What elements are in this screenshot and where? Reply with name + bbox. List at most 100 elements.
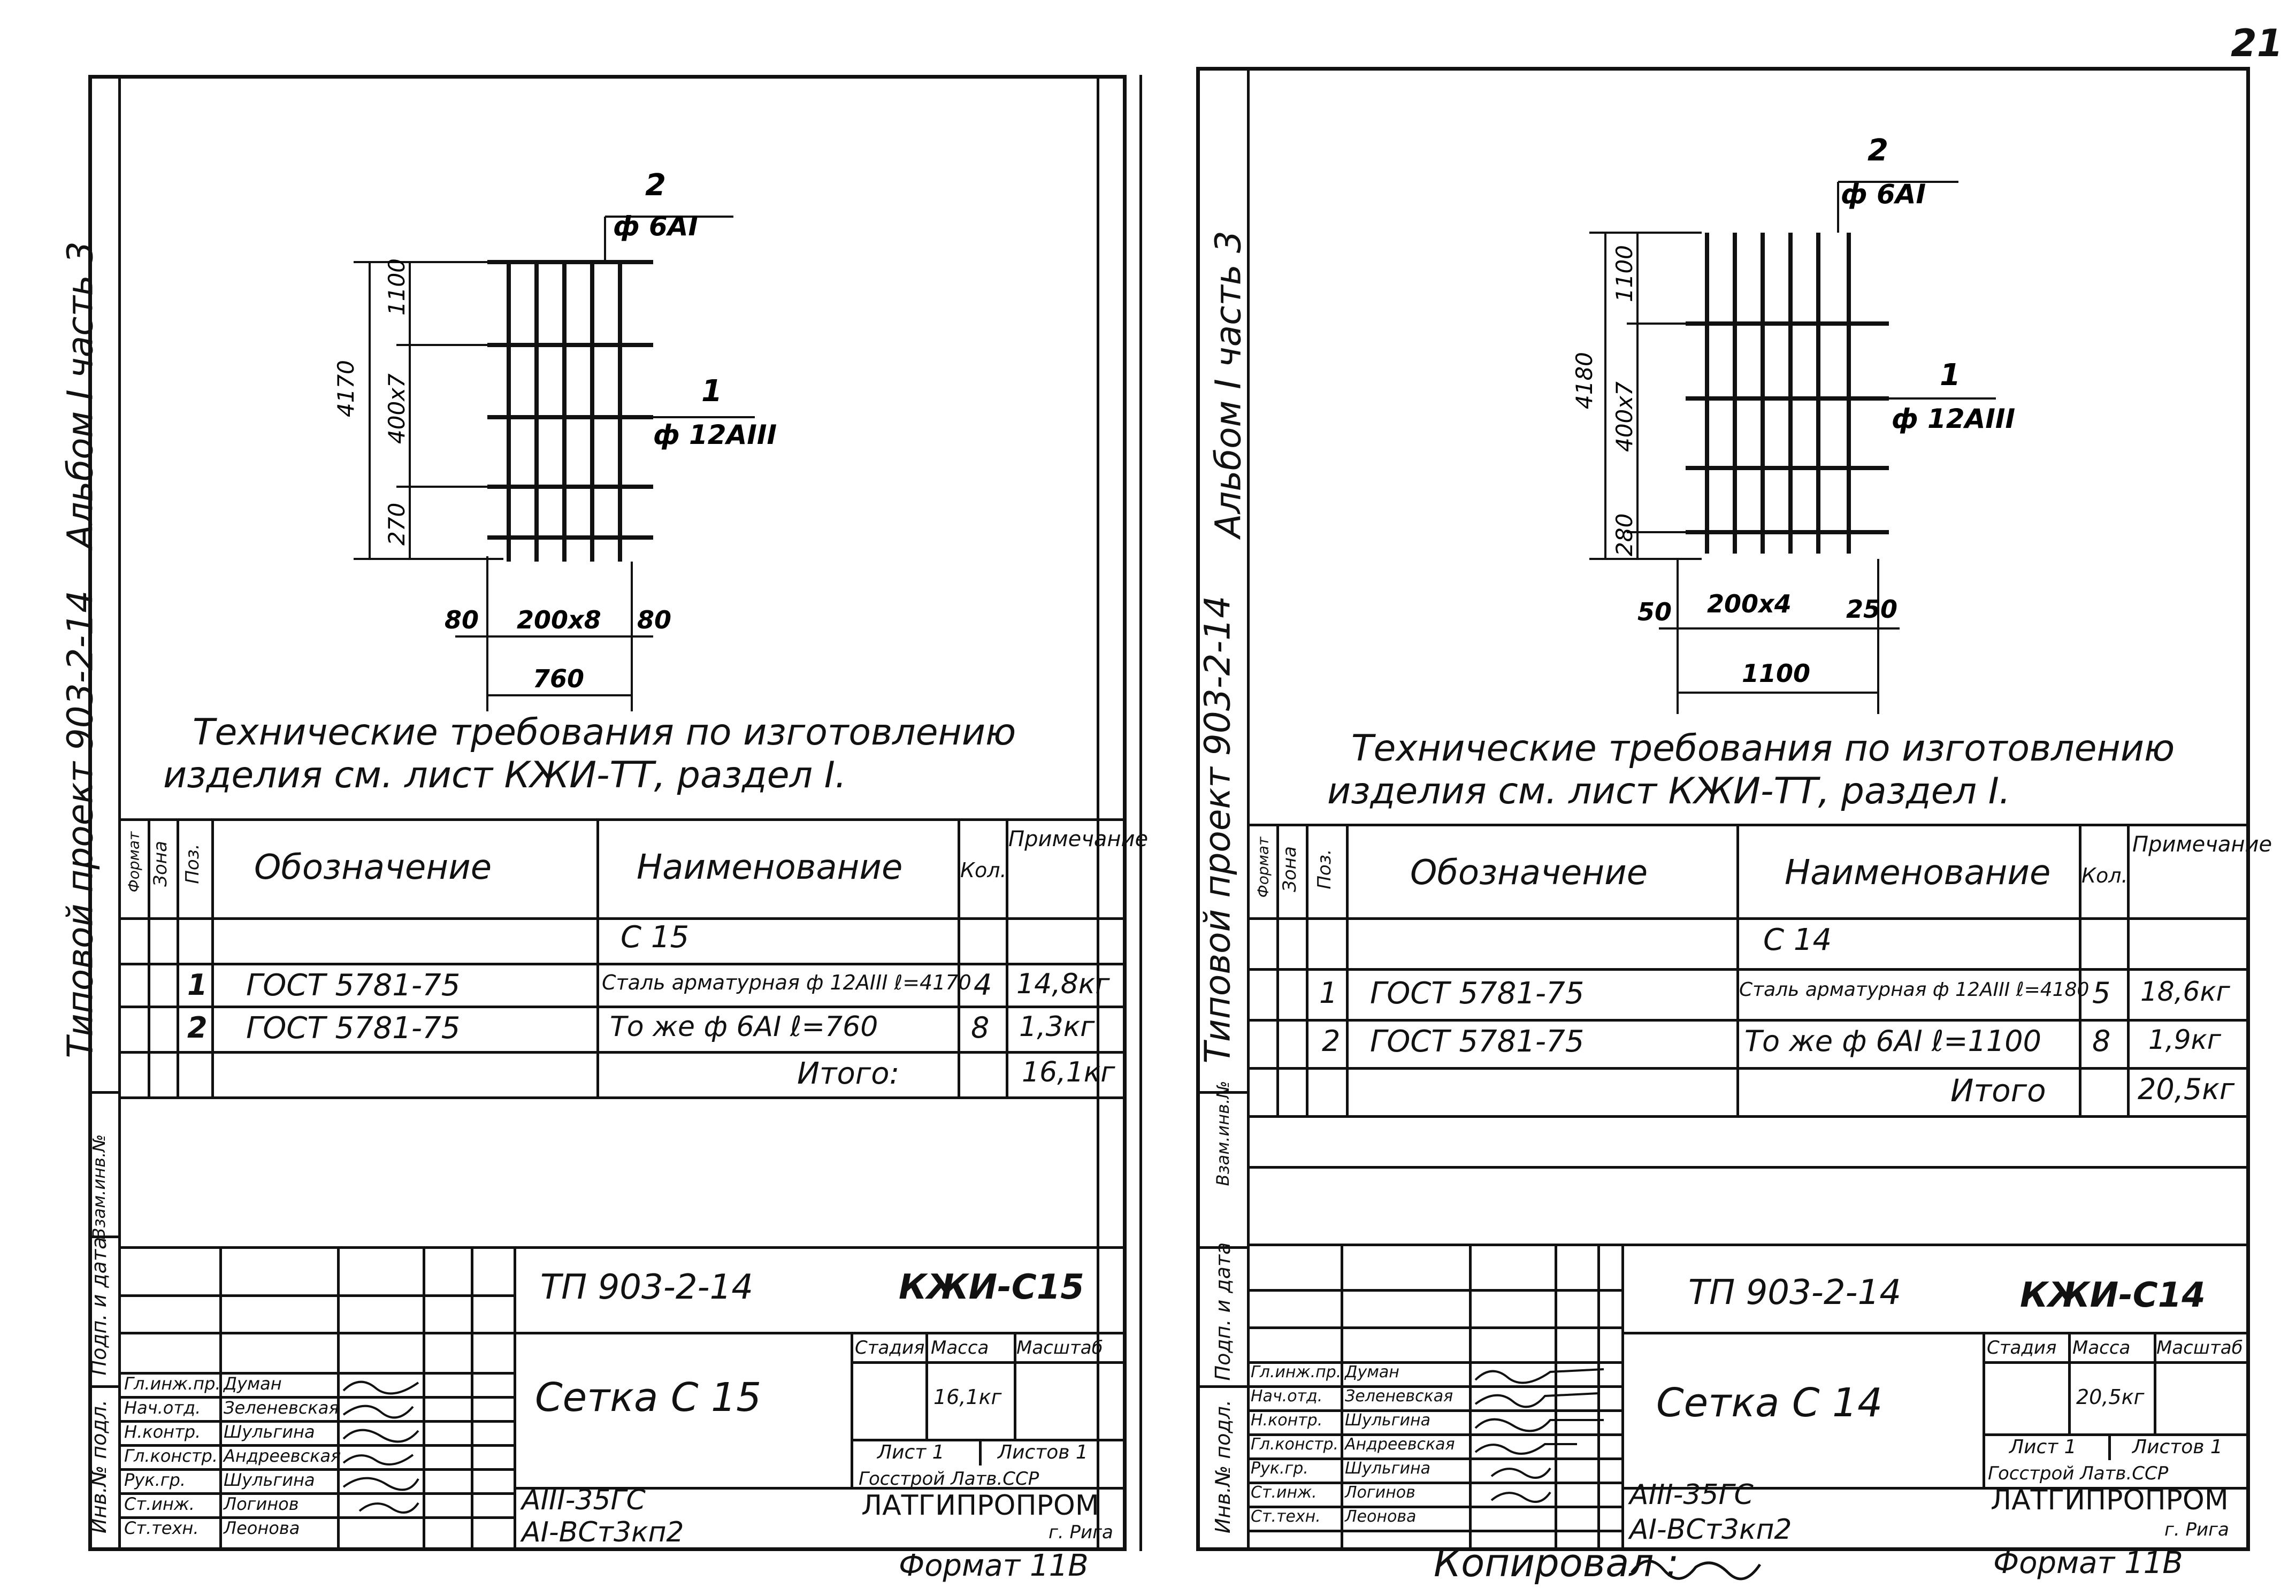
dim-vert-top: 1100 bbox=[1611, 245, 1637, 302]
tb-drawing-code: КЖИ-С14 bbox=[2020, 1276, 2206, 1315]
tb-signatures bbox=[342, 1380, 419, 1514]
tb-sheets: Листов 1 bbox=[998, 1441, 1088, 1463]
bar-top-pos: 2 bbox=[1868, 133, 1888, 168]
tb-org-name: ЛАТГИПРОПРОМ bbox=[1991, 1484, 2229, 1516]
tb-name-0: Думан bbox=[1345, 1363, 1399, 1382]
spec-header-name: Наименование bbox=[637, 848, 903, 887]
tb-role-5: Ст.инж. bbox=[124, 1494, 195, 1514]
dim-vert-middle: 400x7 bbox=[384, 373, 410, 444]
tb-material-1: АI-ВСт3кп2 bbox=[1629, 1514, 1792, 1546]
spec-total-label: Итого: bbox=[797, 1056, 900, 1091]
tech-note-line1: Технические требования по изготовлению bbox=[1351, 727, 2175, 770]
tb-org-top: Госстрой Латв.ССР bbox=[1988, 1463, 2169, 1484]
tb-drawing-code: КЖИ-С15 bbox=[899, 1268, 1084, 1307]
tb-role-2: Н.контр. bbox=[1251, 1411, 1323, 1430]
spec-row2-name: То же ф 6АI ℓ=1100 bbox=[1744, 1024, 2041, 1058]
tb-org-name: ЛАТГИПРОПРОМ bbox=[861, 1490, 1099, 1522]
side-album-label: Альбом I часть 3 bbox=[59, 241, 101, 549]
copied-by-signature bbox=[1631, 1560, 1762, 1580]
tb-title: Сетка С 14 bbox=[1656, 1380, 1883, 1426]
tb-mass: 16,1кг bbox=[933, 1385, 1002, 1409]
tb-name-6: Леонова bbox=[1345, 1507, 1417, 1526]
spec-row2-pos: 2 bbox=[1322, 1024, 1341, 1058]
tb-format: Формат 11В bbox=[899, 1548, 1089, 1583]
spec-row1-designation: ГОСТ 5781-75 bbox=[1370, 976, 1585, 1011]
side-podp-label: Подп. и дата bbox=[87, 1237, 111, 1376]
tb-role-6: Ст.техн. bbox=[1251, 1507, 1321, 1526]
sheet-right-frame bbox=[1196, 67, 2250, 1551]
tb-project-code: ТП 903-2-14 bbox=[1688, 1273, 1902, 1313]
side-project-label: Типовой проект 903-2-14 bbox=[1197, 595, 1238, 1064]
tb-name-1: Зеленевская bbox=[1345, 1387, 1453, 1406]
dim-horiz-right: 250 bbox=[1846, 595, 1897, 624]
spec-row1-name: Сталь арматурная ф 12АIII ℓ=4180 bbox=[1739, 979, 2090, 1001]
tb-name-5: Логинов bbox=[224, 1494, 299, 1514]
spec-row1-note: 14,8кг bbox=[1016, 968, 1110, 1000]
tb-format: Формат 11В bbox=[1993, 1546, 2183, 1580]
spec-header-zone: Зона bbox=[150, 841, 171, 887]
tb-col-mass: Масса bbox=[931, 1337, 989, 1359]
dim-vert-middle: 400x7 bbox=[1611, 381, 1637, 452]
dim-vert-total: 4170 bbox=[333, 360, 359, 417]
spec-row2-qty: 8 bbox=[971, 1011, 990, 1045]
spec-header-designation: Обозначение bbox=[1410, 853, 1648, 893]
side-podp-label: Подп. и дата bbox=[1211, 1242, 1235, 1381]
tb-sheet: Лист 1 bbox=[877, 1441, 945, 1463]
spec-total-label: Итого bbox=[1950, 1072, 2046, 1109]
spec-header-qty: Кол. bbox=[960, 858, 1007, 882]
bar-side-pos: 1 bbox=[1940, 358, 1961, 393]
dim-vert-bottom: 280 bbox=[1611, 513, 1637, 556]
tb-col-scale: Масштаб bbox=[1016, 1337, 1103, 1359]
spec-row1-designation: ГОСТ 5781-75 bbox=[246, 968, 461, 1003]
tb-org-top: Госстрой Латв.ССР bbox=[859, 1468, 1039, 1490]
tb-name-3: Андреевская bbox=[1345, 1435, 1455, 1454]
dim-horiz-right: 80 bbox=[637, 605, 671, 634]
tb-col-mass: Масса bbox=[2072, 1337, 2131, 1359]
tech-note-line2: изделия см. лист КЖИ-ТТ, раздел I. bbox=[1327, 770, 2011, 812]
dim-vert-total: 4180 bbox=[1571, 352, 1597, 409]
dim-horiz-left: 80 bbox=[445, 605, 479, 634]
tb-name-4: Шульгина bbox=[1345, 1459, 1430, 1478]
dim-horiz-middle: 200x8 bbox=[517, 605, 601, 634]
dim-horiz-total: 1100 bbox=[1742, 659, 1810, 688]
spec-group-title: С 15 bbox=[621, 920, 690, 955]
mesh-drawing: 2 ф 6АI 1 ф 12АIII 4180 1100 400x7 280 5… bbox=[1571, 133, 2015, 714]
spec-row2-qty: 8 bbox=[2092, 1024, 2111, 1058]
tb-role-0: Гл.инж.пр. bbox=[124, 1374, 221, 1394]
side-album-label: Альбом I часть 3 bbox=[1207, 231, 1249, 538]
spec-total-value: 16,1кг bbox=[1022, 1056, 1115, 1088]
spec-row1-name: Сталь арматурная ф 12АIII ℓ=4170 bbox=[602, 971, 971, 994]
sheet-right: Альбом I часть 3 Типовой проект 903-2-14… bbox=[1148, 0, 2296, 1596]
tb-role-4: Рук.гр. bbox=[124, 1470, 186, 1490]
spec-row2-designation: ГОСТ 5781-75 bbox=[1370, 1024, 1585, 1059]
bar-side-spec: ф 12АIII bbox=[1892, 403, 2015, 434]
tb-sheets: Листов 1 bbox=[2132, 1436, 2223, 1458]
spec-group-title: С 14 bbox=[1763, 923, 1832, 957]
tb-name-1: Зеленевская bbox=[224, 1398, 339, 1418]
tb-name-5: Логинов bbox=[1345, 1483, 1415, 1502]
spec-header-note: Примечание bbox=[1008, 827, 1149, 851]
tb-role-0: Гл.инж.пр. bbox=[1251, 1363, 1342, 1382]
spec-header-designation: Обозначение bbox=[254, 848, 492, 887]
spec-header-pos: Поз. bbox=[182, 843, 203, 884]
spec-header-name: Наименование bbox=[1785, 853, 2051, 893]
tb-role-2: Н.контр. bbox=[124, 1422, 201, 1442]
tb-title: Сетка С 15 bbox=[535, 1375, 762, 1421]
dim-horiz-left: 50 bbox=[1637, 597, 1672, 626]
dim-vert-top: 1100 bbox=[384, 258, 410, 316]
bar-side-spec: ф 12АIII bbox=[653, 419, 777, 450]
bar-top-spec: ф 6АI bbox=[1841, 179, 1926, 210]
tb-col-scale: Масштаб bbox=[2156, 1337, 2243, 1359]
bar-top-pos: 2 bbox=[645, 168, 666, 203]
tb-project-code: ТП 903-2-14 bbox=[540, 1268, 754, 1307]
spec-header-zone: Зона bbox=[1279, 846, 1300, 892]
tb-name-3: Андреевская bbox=[224, 1446, 341, 1466]
tb-col-stage: Стадия bbox=[1987, 1337, 2057, 1359]
tb-material-0: АIII-35ГС bbox=[1629, 1479, 1754, 1511]
tech-note-line2: изделия см. лист КЖИ-ТТ, раздел I. bbox=[163, 754, 847, 796]
bar-top-spec: ф 6АI bbox=[613, 211, 698, 242]
spec-header-note: Примечание bbox=[2132, 832, 2272, 857]
tb-org-city: г. Рига bbox=[1048, 1522, 1113, 1543]
tb-role-4: Рук.гр. bbox=[1251, 1459, 1308, 1478]
spec-row2-note: 1,9кг bbox=[2148, 1024, 2221, 1055]
